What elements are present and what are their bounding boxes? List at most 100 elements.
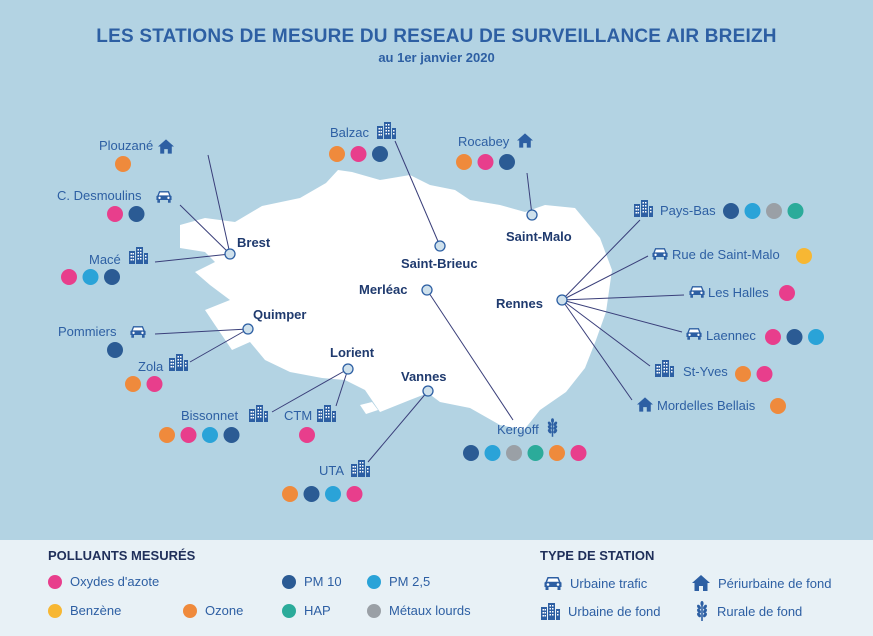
city-marker-rennes <box>556 294 568 306</box>
pm25-dot <box>808 329 824 345</box>
connector-plouzane <box>207 154 231 255</box>
benzene-dot <box>796 248 812 264</box>
connector-bissonnet <box>271 368 349 413</box>
connector-rocabey <box>526 172 533 216</box>
car-icon <box>544 575 562 591</box>
station-mordelles-bellais: Mordelles Bellais <box>637 397 786 414</box>
station-name: Kergoff <box>497 422 539 437</box>
metaux-dot <box>367 603 381 618</box>
city-marker-saint-brieuc <box>434 240 446 252</box>
pm25-dot <box>367 574 381 589</box>
connector-les-halles <box>561 294 685 301</box>
station-name: Zola <box>138 359 164 374</box>
nox-dot <box>765 329 781 345</box>
building-icon <box>129 247 148 264</box>
building-icon <box>655 360 674 377</box>
connector-rue-de-saint-malo <box>561 255 649 301</box>
station-name: UTA <box>319 463 344 478</box>
connector-ctm <box>335 368 349 407</box>
legend-rurale-label: Rurale de fond <box>717 603 803 619</box>
legend-types-title: TYPE DE STATION <box>540 548 655 563</box>
building-icon <box>377 122 396 139</box>
nox-dot <box>48 574 62 589</box>
pm25-dot <box>325 486 341 502</box>
wheat-icon <box>695 601 709 621</box>
city-label-merleac: Merléac <box>359 282 407 297</box>
brittany-land <box>180 170 612 430</box>
legend-panel: POLLUANTS MESURÉS TYPE DE STATION Oxydes… <box>0 540 873 636</box>
legend-metaux-label: Métaux lourds <box>389 603 471 618</box>
pm10-dot <box>786 329 803 345</box>
city-label-vannes: Vannes <box>401 369 447 384</box>
station-c-desmoulins: C. Desmoulins <box>57 188 172 222</box>
station-zola: Zola <box>125 354 188 392</box>
house-icon <box>692 575 710 591</box>
pm10-dot <box>223 427 240 443</box>
car-icon <box>156 191 172 203</box>
hap-dot <box>787 203 804 219</box>
ozone-dot <box>735 366 751 382</box>
pm10-dot <box>128 206 145 222</box>
pm10-dot <box>282 574 296 589</box>
hap-dot <box>282 603 296 618</box>
ozone-dot <box>549 445 565 461</box>
station-balzac: Balzac <box>329 122 396 162</box>
nox-dot <box>299 427 315 443</box>
station-name: Bissonnet <box>181 408 238 423</box>
station-name: Macé <box>89 252 121 267</box>
nox-dot <box>779 285 795 301</box>
house-icon <box>158 139 174 154</box>
metaux-dot <box>506 445 522 461</box>
station-st-yves: St-Yves <box>655 360 773 382</box>
nox-dot <box>180 427 197 443</box>
station-les-halles: Les Halles <box>689 285 795 301</box>
legend-benzene: Benzène <box>48 603 121 618</box>
legend-rurale: Rurale de fond <box>695 601 802 621</box>
connector-mace <box>154 253 231 263</box>
legend-pm25-label: PM 2,5 <box>389 574 431 589</box>
pm10-dot <box>107 342 123 358</box>
island <box>360 402 378 414</box>
station-kergoff: Kergoff <box>463 418 587 461</box>
car-icon <box>689 286 705 298</box>
city-label-saint-malo: Saint-Malo <box>506 229 572 244</box>
connector-st-yves <box>561 299 651 367</box>
wheat-icon <box>546 418 559 437</box>
benzene-dot <box>48 603 62 618</box>
hap-dot <box>527 445 544 461</box>
building-icon <box>634 200 653 217</box>
connector-pays-bas <box>561 219 641 301</box>
connector-c-desmoulins <box>179 204 231 255</box>
map-title: LES STATIONS DE MESURE DU RESEAU DE SURV… <box>96 26 777 47</box>
station-rocabey: Rocabey <box>456 133 533 170</box>
house-icon <box>517 133 533 148</box>
metaux-dot <box>766 203 782 219</box>
connector-balzac <box>394 140 441 247</box>
city-marker-quimper <box>242 323 254 335</box>
connector-laennec <box>561 299 683 333</box>
station-name: CTM <box>284 408 312 423</box>
legend-pm25: PM 2,5 <box>367 574 430 589</box>
nox-dot <box>570 445 587 461</box>
legend-periurbaine-label: Périurbaine de fond <box>718 575 832 591</box>
pm10-dot <box>463 445 479 461</box>
legend-metaux: Métaux lourds <box>367 603 471 618</box>
city-marker-vannes <box>422 385 434 397</box>
pm10-dot <box>723 203 739 219</box>
station-name: Rocabey <box>458 134 510 149</box>
nox-dot <box>350 146 367 162</box>
nox-dot <box>477 154 494 170</box>
pm10-dot <box>499 154 515 170</box>
building-icon <box>351 460 370 477</box>
station-name: Balzac <box>330 125 370 140</box>
legend-ozone-label: Ozone <box>205 603 244 618</box>
station-name: St-Yves <box>683 364 728 379</box>
legend-hap: HAP <box>282 603 331 618</box>
connector-uta <box>367 390 429 463</box>
station-name: Pommiers <box>58 324 117 339</box>
ozone-dot <box>456 154 472 170</box>
car-icon <box>652 248 668 260</box>
station-name: Mordelles Bellais <box>657 398 756 413</box>
